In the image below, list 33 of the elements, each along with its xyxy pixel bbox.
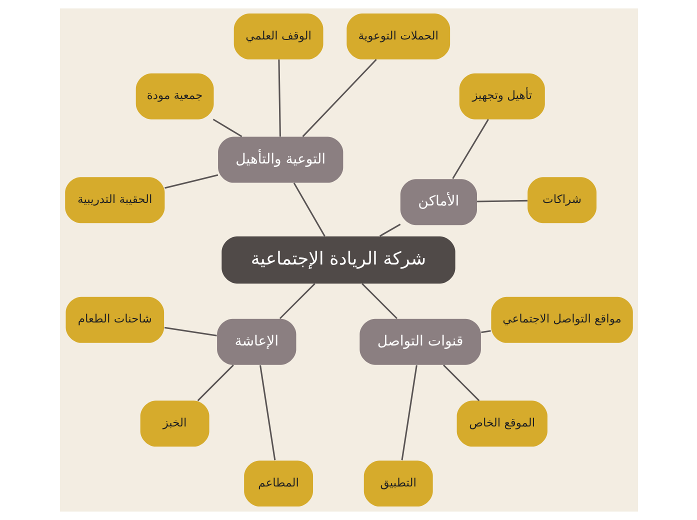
connector — [476, 200, 527, 202]
connector — [302, 59, 376, 138]
node-box: الحقيبة التدريبية — [64, 177, 164, 224]
connector — [400, 365, 417, 460]
connector — [442, 364, 480, 402]
connector — [164, 326, 216, 336]
node-box: شراكات — [527, 177, 596, 224]
node-box: تأهيل وتجهيز — [458, 73, 544, 120]
connector — [278, 283, 315, 320]
node-box: شاحنات الطعام — [65, 296, 164, 343]
node-box: التطبيق — [363, 460, 432, 507]
connector — [452, 119, 488, 180]
node-box: الخبز — [140, 400, 209, 447]
node-box: الموقع الخاص — [456, 400, 547, 447]
node-box: قنوات التواصل — [359, 318, 480, 365]
node-box: الإعاشة — [216, 318, 296, 365]
node-box: مواقع التواصل الاجتماعي — [490, 296, 632, 343]
connector — [164, 174, 218, 189]
connector — [480, 330, 490, 334]
node-box: الوقف العلمي — [233, 13, 323, 60]
connector — [292, 182, 325, 237]
node-box: شركة الريادة الإجتماعية — [221, 236, 455, 284]
connector — [278, 60, 280, 137]
connector — [361, 283, 397, 320]
node-box: الأماكن — [400, 179, 476, 226]
connector — [196, 364, 234, 402]
node-box: المطاعم — [244, 460, 313, 507]
connector — [259, 365, 276, 460]
node-box: التوعية والتأهيل — [218, 136, 343, 183]
node-box: جمعية مودة — [135, 73, 214, 120]
connector — [378, 224, 400, 237]
node-box: الحملات التوعوية — [346, 13, 450, 60]
connector — [212, 118, 242, 138]
